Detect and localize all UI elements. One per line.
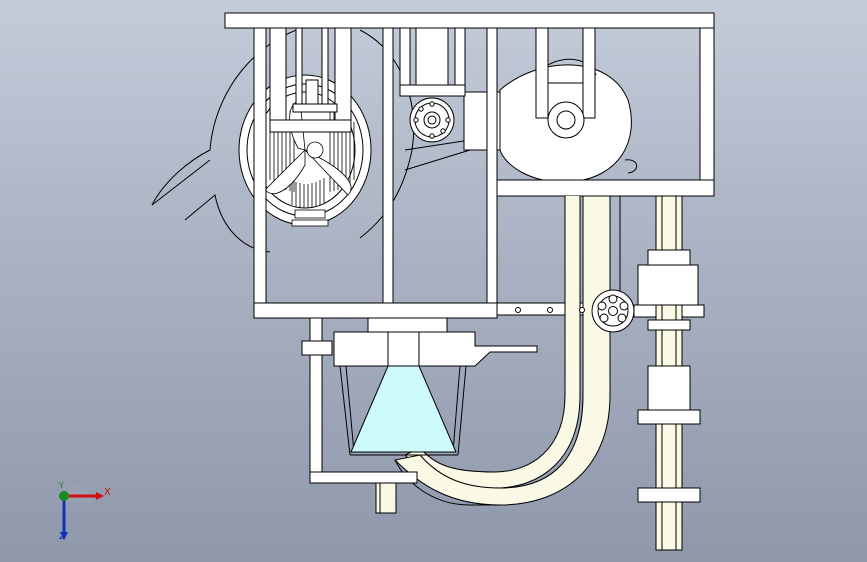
vertical-shaft[interactable]	[637, 195, 701, 551]
fan-bracket[interactable]	[269, 27, 352, 133]
bearing-flange[interactable]	[409, 97, 455, 143]
z-axis-label: Z	[59, 531, 66, 542]
y-axis-dot	[59, 491, 69, 501]
bearing-bracket[interactable]	[399, 27, 466, 97]
coordinate-triad: X Y Z	[44, 478, 124, 548]
discharge-hopper[interactable]	[333, 317, 538, 514]
x-axis-label: X	[104, 487, 111, 498]
axis-triad-icon	[59, 484, 104, 540]
y-axis-label: Y	[59, 481, 64, 490]
motor-bracket[interactable]	[535, 27, 596, 139]
main-frame[interactable]	[224, 12, 715, 319]
bolt-strip[interactable]	[515, 307, 585, 313]
support-bracket[interactable]	[301, 317, 418, 484]
